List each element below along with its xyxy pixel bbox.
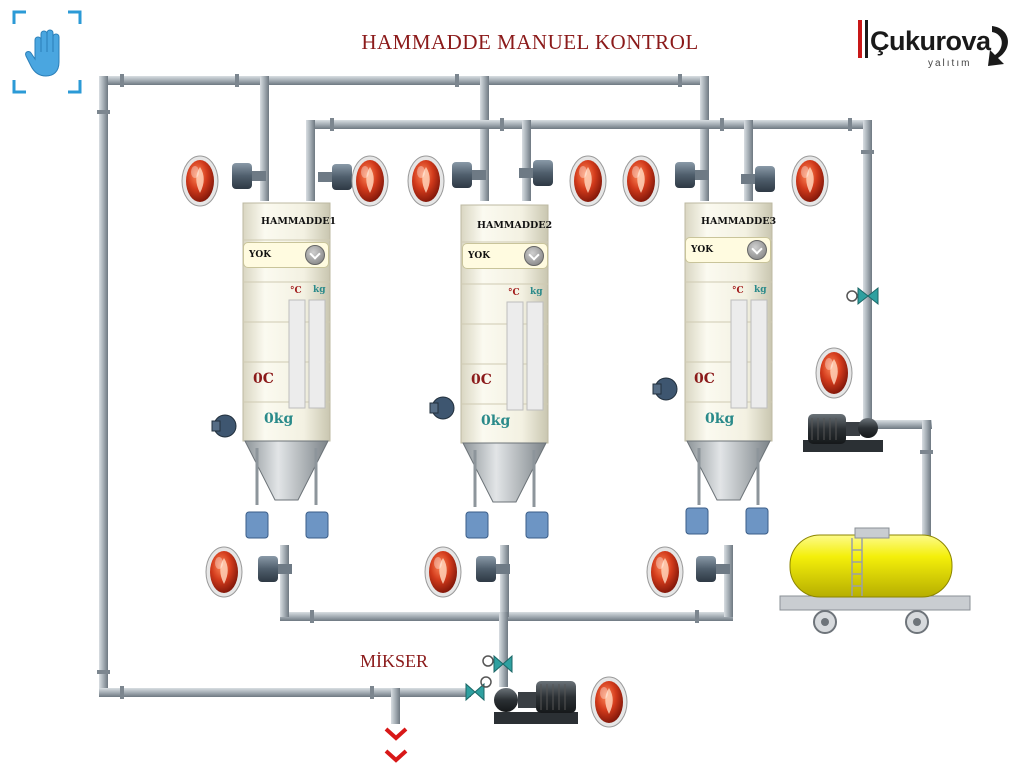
logo-arrow-icon <box>988 26 1009 66</box>
logo-accent-dark <box>865 20 868 58</box>
weight-unit-label: kg <box>754 285 767 295</box>
logo-subtext: yalıtım <box>928 58 972 69</box>
material-select-value: YOK <box>468 251 491 261</box>
temperature-value: 0C <box>471 372 492 388</box>
material-select-value: YOK <box>249 250 272 260</box>
hand-icon <box>12 10 82 94</box>
material-select-tank3[interactable]: YOK <box>685 237 771 263</box>
screw-feeder-icon <box>245 507 769 539</box>
chevron-down-icon <box>747 240 767 260</box>
weight-value: 0kg <box>481 413 511 429</box>
temperature-unit-label: °C <box>732 286 744 296</box>
status-indicator-icon[interactable] <box>351 155 389 207</box>
tanker-truck-icon <box>779 527 971 634</box>
tank-name-label: HAMMADDE1 <box>261 216 337 227</box>
manual-valve-icon[interactable] <box>482 654 513 674</box>
tank-name-label: HAMMADDE3 <box>701 216 777 227</box>
manual-mode-button[interactable] <box>12 10 82 94</box>
valve-icon[interactable] <box>452 162 486 188</box>
status-indicator-icon[interactable] <box>791 155 829 207</box>
logo-accent-red <box>858 20 862 58</box>
valve-icon[interactable] <box>258 556 292 582</box>
status-indicator-icon[interactable] <box>622 155 660 207</box>
temperature-unit-label: °C <box>508 288 520 298</box>
material-select-value: YOK <box>691 245 714 255</box>
logo-text: Çukurova <box>870 26 991 56</box>
temperature-unit-label: °C <box>290 286 302 296</box>
status-indicator-icon[interactable] <box>181 155 219 207</box>
temperature-value: 0C <box>253 371 274 387</box>
tank-name-label: HAMMADDE2 <box>477 220 553 231</box>
status-indicator-icon[interactable] <box>646 546 684 598</box>
material-select-tank2[interactable]: YOK <box>462 243 548 269</box>
valve-icon[interactable] <box>318 164 352 190</box>
valve-icon[interactable] <box>232 163 266 189</box>
status-indicator-icon[interactable] <box>205 546 243 598</box>
weight-value: 0kg <box>264 411 294 427</box>
weight-unit-label: kg <box>530 287 543 297</box>
vibrator-motor-icon <box>211 377 678 438</box>
valve-icon[interactable] <box>675 162 709 188</box>
transfer-pump-icon[interactable] <box>803 414 883 452</box>
status-indicator-icon[interactable] <box>407 155 445 207</box>
valve-icon[interactable] <box>476 556 510 582</box>
status-indicator-icon[interactable] <box>569 155 607 207</box>
manual-valve-icon[interactable] <box>465 676 492 702</box>
mixer-pump-icon[interactable] <box>494 681 578 724</box>
mixer-label: MİKSER <box>360 651 429 671</box>
status-indicator-icon[interactable] <box>590 676 628 728</box>
company-logo: Çukurova yalıtım <box>856 14 1016 74</box>
weight-value: 0kg <box>705 411 735 427</box>
chevron-down-icon <box>305 245 325 265</box>
material-select-tank1[interactable]: YOK <box>243 242 329 268</box>
status-indicator-icon[interactable] <box>815 347 853 399</box>
temperature-value: 0C <box>694 371 715 387</box>
chevron-down-icon <box>384 727 408 763</box>
pipe-network <box>97 74 933 724</box>
status-indicator-icon[interactable] <box>424 546 462 598</box>
valve-icon[interactable] <box>519 160 553 186</box>
valve-icon[interactable] <box>741 166 775 192</box>
valve-icon[interactable] <box>696 556 730 582</box>
chevron-down-icon <box>524 246 544 266</box>
weight-unit-label: kg <box>313 285 326 295</box>
page-title: HAMMADDE MANUEL KONTROL <box>361 30 699 54</box>
manual-valve-icon[interactable] <box>846 286 879 306</box>
